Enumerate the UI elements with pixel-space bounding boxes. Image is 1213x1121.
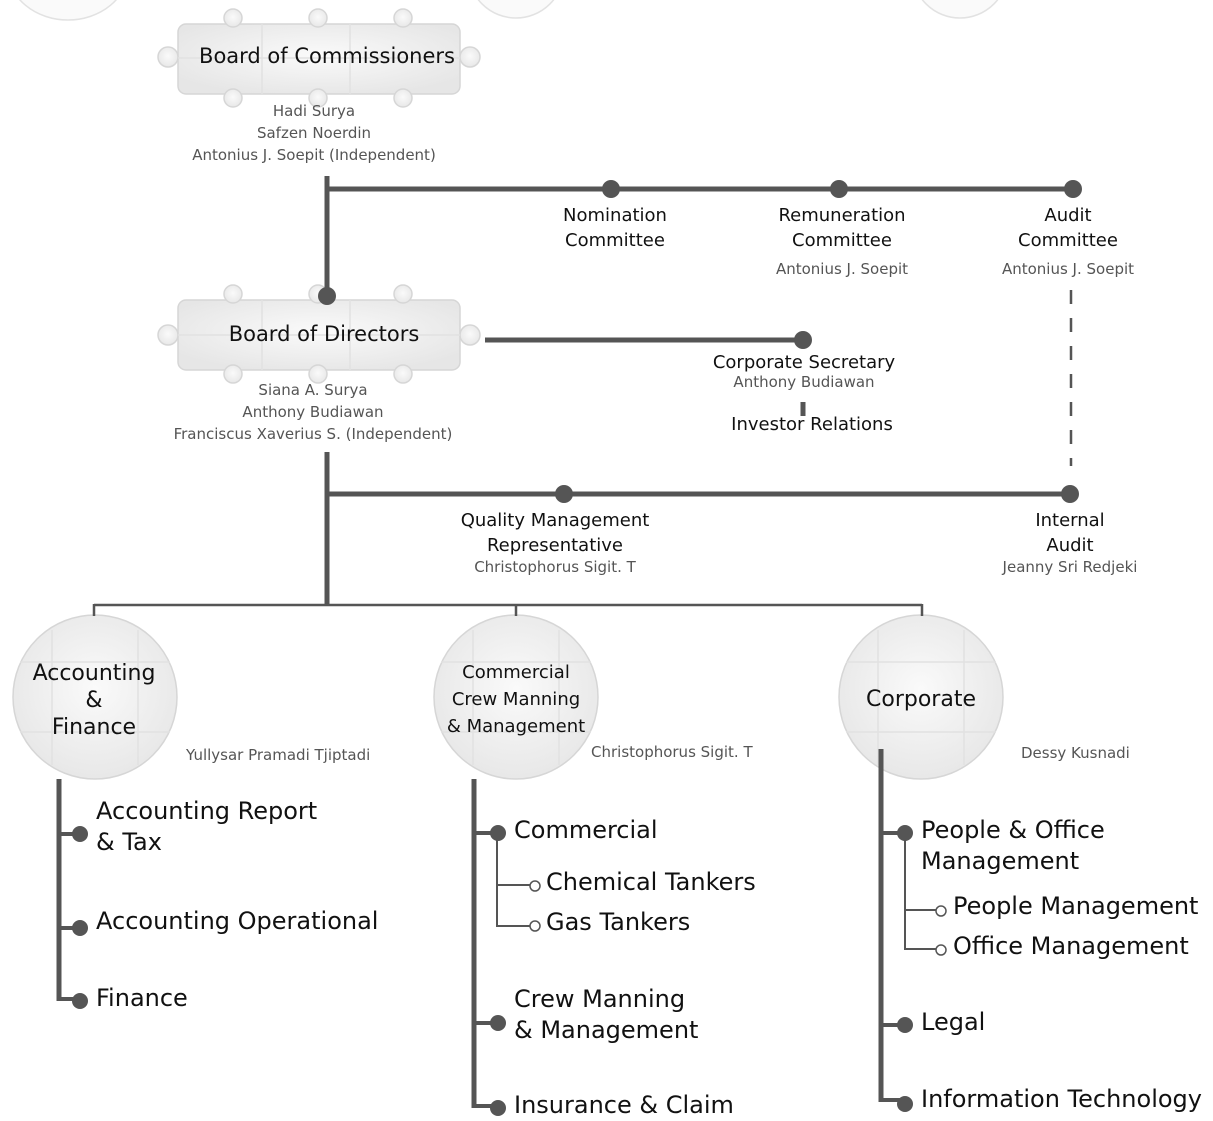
unit-information-technology: Information Technology — [921, 1085, 1202, 1113]
node-remuneration — [830, 180, 848, 198]
commissioner-name: Antonius J. Soepit (Independent) — [192, 146, 436, 164]
node-bod — [318, 287, 336, 305]
node-chemical-tankers — [529, 880, 541, 892]
unit-accounting-operational: Accounting Operational — [96, 907, 379, 935]
remuneration-committee-label: Remuneration Committee — [778, 205, 906, 251]
director-name: Siana A. Surya — [258, 381, 368, 399]
board-of-commissioners-title: Board of Commissioners — [199, 44, 455, 68]
division-corporate-head: Dessy Kusnadi — [1021, 744, 1130, 762]
puzzle-circle-commercial — [433, 614, 599, 780]
unit-crew-manning-management: Crew Manning & Management — [514, 985, 699, 1044]
line-sub-commercial — [496, 833, 530, 927]
node-finance — [72, 993, 88, 1009]
unit-legal: Legal — [921, 1008, 986, 1036]
node-accounting-report — [72, 826, 88, 842]
nomination-committee-label: Nomination Committee — [563, 205, 667, 251]
internal-audit-label: Internal Audit — [1035, 510, 1105, 556]
top-decor-circle — [19, 0, 117, 21]
node-gas-tankers — [529, 920, 541, 932]
node-people-office — [897, 825, 913, 841]
investor-relations-label: Investor Relations — [731, 414, 893, 435]
line-sub-people-office — [904, 833, 936, 950]
node-insurance — [490, 1100, 506, 1116]
commissioner-name: Safzen Noerdin — [256, 124, 372, 142]
unit-people-office-management: People & Office Management — [921, 816, 1105, 875]
node-commercial — [490, 825, 506, 841]
node-accounting-operational — [72, 920, 88, 936]
node-quality-management — [555, 485, 573, 503]
node-office-management — [935, 944, 947, 956]
audit-committee-person: Antonius J. Soepit — [1001, 260, 1135, 278]
puzzle-banner-directors — [157, 284, 481, 384]
commissioner-name: Hadi Surya — [272, 102, 356, 120]
division-accounting-finance-title: Accounting & Finance — [32, 661, 156, 740]
node-people-management — [935, 905, 947, 917]
division-accounting-finance-head: Yullysar Pramadi Tjiptadi — [186, 746, 371, 764]
puzzle-banner-commissioners — [157, 8, 481, 108]
puzzle-circle-accounting — [12, 614, 178, 780]
node-internal-audit — [1061, 485, 1079, 503]
top-decor-circle — [477, 0, 555, 19]
unit-insurance-claim: Insurance & Claim — [514, 1091, 734, 1119]
subunit-people-management: People Management — [953, 892, 1199, 920]
audit-committee-label: Audit Committee — [1018, 205, 1118, 251]
internal-audit-person: Jeanny Sri Redjeki — [1002, 558, 1138, 576]
unit-commercial: Commercial — [514, 816, 658, 844]
subunit-chemical-tankers: Chemical Tankers — [546, 868, 756, 896]
quality-management-person: Christophorus Sigit. T — [474, 558, 636, 576]
node-nomination — [602, 180, 620, 198]
director-name: Anthony Budiawan — [242, 403, 384, 421]
unit-accounting-report-tax: Accounting Report & Tax — [96, 797, 318, 856]
corporate-secretary-person: Anthony Budiawan — [733, 373, 875, 391]
node-legal — [897, 1017, 913, 1033]
node-it — [897, 1096, 913, 1112]
node-corporate-secretary — [794, 331, 812, 349]
node-audit-committee — [1064, 180, 1082, 198]
quality-management-label: Quality Management Representative — [460, 510, 650, 556]
division-corporate-title: Corporate — [866, 687, 976, 712]
top-decor-circle — [921, 0, 999, 19]
division-commercial-title: Commercial Crew Manning & Management — [446, 662, 586, 737]
division-commercial-head: Christophorus Sigit. T — [591, 743, 753, 761]
top-decor-circles — [19, 0, 999, 21]
corporate-secretary-title: Corporate Secretary — [712, 352, 896, 373]
board-of-directors-title: Board of Directors — [228, 322, 420, 346]
remuneration-committee-person: Antonius J. Soepit — [775, 260, 909, 278]
director-name: Franciscus Xaverius S. (Independent) — [173, 425, 453, 443]
unit-finance: Finance — [96, 984, 188, 1012]
subunit-gas-tankers: Gas Tankers — [546, 908, 691, 936]
node-crew-manning — [490, 1015, 506, 1031]
subunit-office-management: Office Management — [953, 932, 1189, 960]
